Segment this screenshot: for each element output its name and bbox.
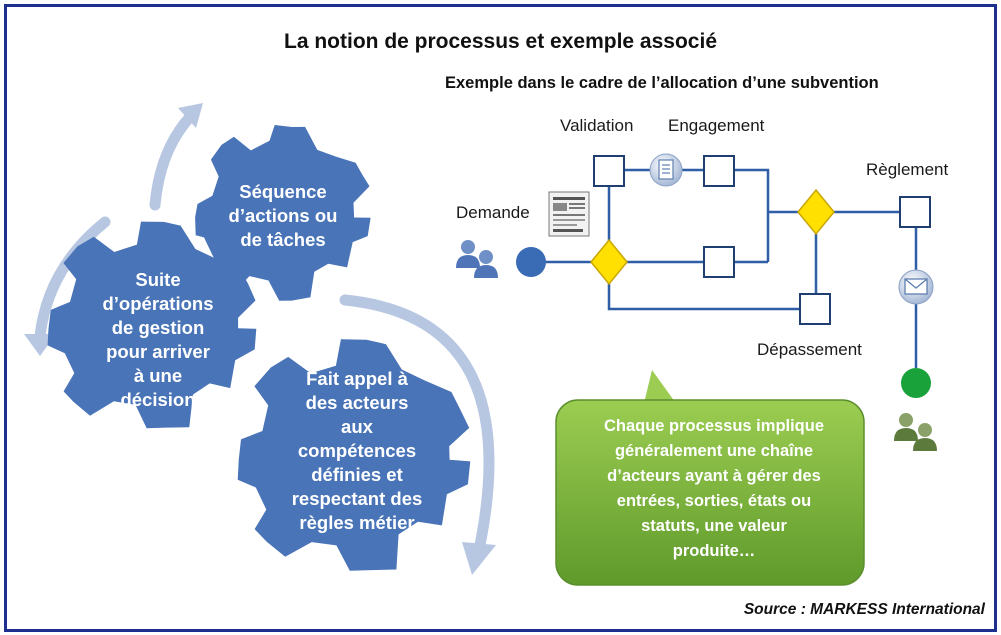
cycle-arrows [24,103,496,575]
users-icon [894,413,937,451]
callout-line: produite… [672,542,756,560]
gear-bottom-line: aux [341,416,373,437]
envelope-icon [898,269,934,305]
page-title: La notion de processus et exemple associ… [284,30,717,53]
end-event [901,368,931,398]
gear-bottom [237,339,471,571]
callout-line: entrées, sorties, états ou [616,492,812,510]
users-icon [456,240,498,278]
callout-line: statuts, une valeur [641,517,787,535]
label-depassement: Dépassement [757,340,862,359]
label-reglement: Règlement [866,160,949,179]
task-reglement [899,196,931,228]
task-depassement [799,293,831,325]
gear-left-line: décision [120,389,196,410]
callout-bubble [555,370,865,586]
gateway-1 [590,238,628,286]
gear-left-line: d’opérations [102,293,214,314]
gear-bottom-line: compétences [297,440,417,461]
label-demande: Demande [456,203,530,222]
task-validation [593,155,625,187]
gear-top-line: Séquence [239,181,327,202]
gear-left-line: à une [133,365,183,386]
task-mid [703,246,735,278]
gear-left-line: Suite [135,269,181,290]
callout-line: Chaque processus implique [603,417,825,435]
source-credit: Source : MARKESS International [743,601,985,618]
gear-bottom-line: Fait appel à [306,368,408,389]
diagram-subtitle: Exemple dans le cadre de l’allocation d’… [445,74,879,92]
gear-bottom-line: des acteurs [305,392,409,413]
task-engagement [703,155,735,187]
gear-bottom-line: règles métier [299,512,415,533]
callout-line: généralement une chaîne [614,442,814,460]
gear-left-text: Suite d’opérations de gestion pour arriv… [88,268,228,412]
gear-bottom-line: respectant des [291,488,423,509]
gear-top-line: de tâches [240,229,326,250]
gear-bottom-text: Fait appel à des acteurs aux compétences… [282,367,432,535]
label-validation: Validation [560,116,634,135]
gear-top-line: d’actions ou [228,205,338,226]
gear-top [195,125,371,301]
gateway-2 [797,188,835,236]
start-event [516,247,546,277]
document-icon [649,153,683,187]
callout-line: d’acteurs ayant à gérer des [607,467,821,485]
gear-bottom-line: définies et [311,464,403,485]
gear-left-line: pour arriver [106,341,210,362]
gear-top-text: Séquence d’actions ou de tâches [213,180,353,252]
label-engagement: Engagement [668,116,765,135]
gear-left [47,221,257,429]
flow-lines [531,168,918,368]
callout-text: Chaque processus implique généralement u… [566,414,862,564]
gear-left-line: de gestion [111,317,205,338]
document-thumbnail-icon [548,191,590,237]
